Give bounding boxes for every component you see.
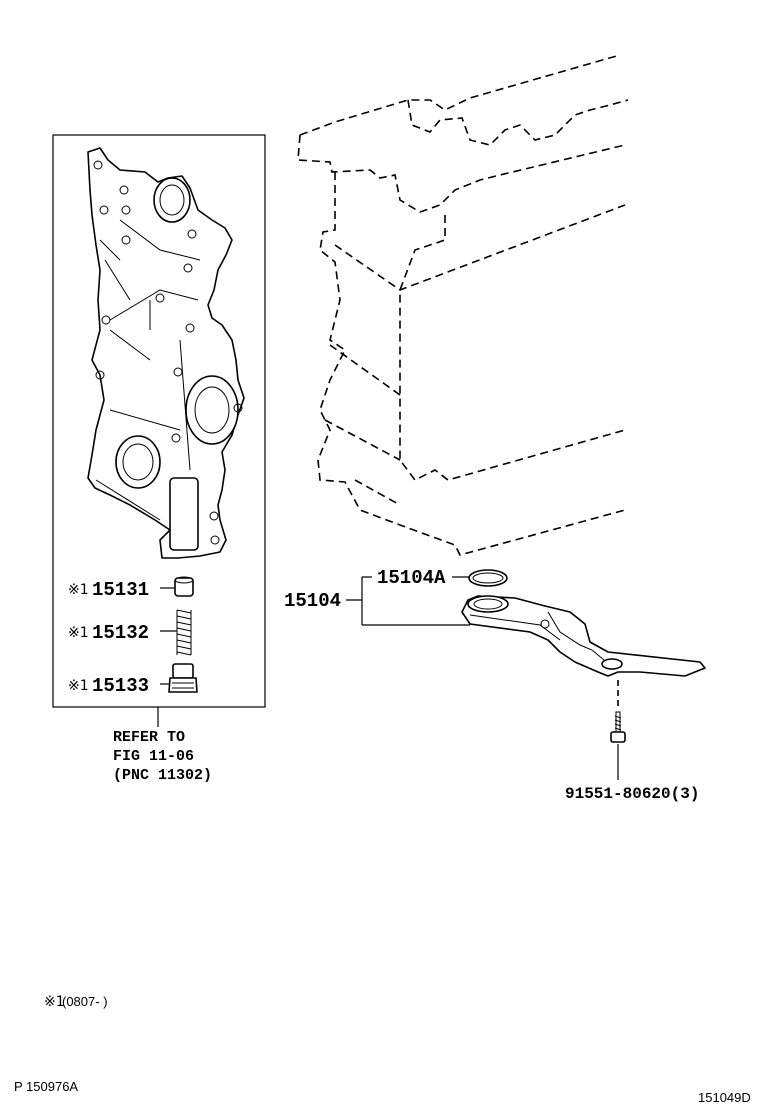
illustration-code-left: P 150976A bbox=[14, 1079, 78, 1094]
footnote-text: (0807- ) bbox=[62, 994, 108, 1009]
refer-note-line1: REFER TO bbox=[113, 729, 185, 746]
part-number-15132[interactable]: 15132 bbox=[92, 622, 149, 644]
part-number-15131[interactable]: 15131 bbox=[92, 579, 149, 601]
o-ring-illustration bbox=[468, 569, 508, 587]
relief-spring-part-illustration bbox=[176, 609, 192, 656]
relief-valve-part-illustration bbox=[174, 576, 194, 597]
part-number-15104[interactable]: 15104 bbox=[284, 590, 341, 612]
illustration-code-right: 151049D bbox=[698, 1090, 751, 1105]
refer-note-line2[interactable]: FIG 11-06 bbox=[113, 748, 194, 765]
timing-cover-group-frame bbox=[52, 134, 266, 708]
mark-15133: ※1 bbox=[68, 678, 89, 694]
oil-strainer-illustration bbox=[461, 595, 706, 677]
part-number-bolt[interactable]: 91551-80620(3) bbox=[565, 785, 699, 803]
footnote-mark: ※1 bbox=[44, 994, 65, 1010]
engine-block-phantom bbox=[297, 54, 629, 556]
mark-15132: ※1 bbox=[68, 625, 89, 641]
timing-chain-cover-illustration bbox=[87, 147, 245, 559]
mark-15131: ※1 bbox=[68, 582, 89, 598]
part-number-15133[interactable]: 15133 bbox=[92, 675, 149, 697]
part-number-15104a[interactable]: 15104A bbox=[377, 567, 446, 589]
bolt-illustration bbox=[610, 680, 626, 743]
relief-plug-part-illustration bbox=[168, 663, 198, 693]
leader-15104 bbox=[346, 576, 470, 626]
refer-note-line3: (PNC 11302) bbox=[113, 767, 212, 784]
